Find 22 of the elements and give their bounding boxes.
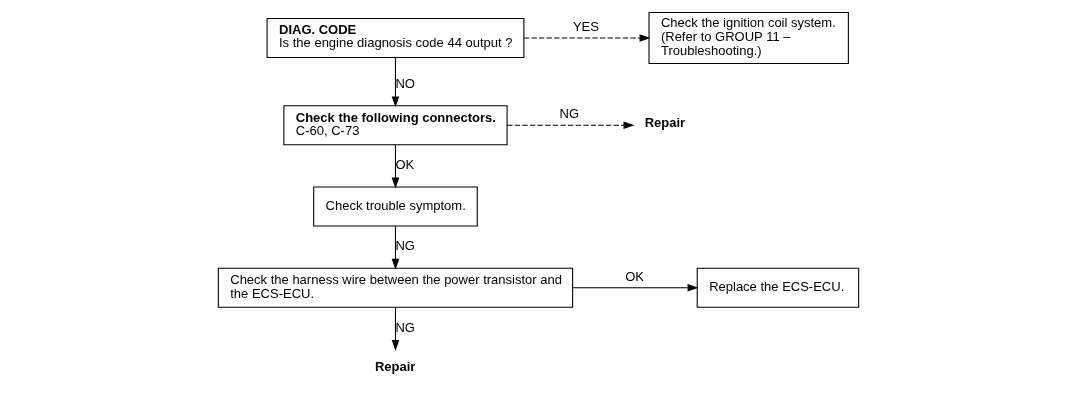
edge-label: NG [395, 319, 415, 335]
arrow [391, 144, 400, 189]
arrow [506, 121, 635, 129]
arrow [572, 283, 699, 292]
edge-label: OK [625, 268, 644, 284]
arrow [391, 56, 400, 108]
edge-label: OK [395, 157, 415, 173]
node-box: Replace the ECS-ECU. [696, 267, 860, 308]
arrow [391, 225, 400, 270]
node-box: Check the harness wire between the power transistor and the ECS-ECU. [217, 267, 574, 308]
node-box: DIAG. CODE Is the engine diagnosis code 44 output ? [266, 17, 525, 58]
node-text: Repair [644, 115, 686, 131]
edge-label: NG [395, 238, 415, 254]
node-box: Check the following connectors. C-60, C-73 [283, 105, 508, 146]
edge-label: NO [395, 75, 415, 91]
arrow [391, 307, 400, 351]
edge-label: NG [559, 106, 580, 122]
arrow [523, 34, 651, 42]
node-box: Check trouble symptom. [313, 186, 478, 227]
node-box: Check the ignition coil system. (Refer to GROUP 11 – Troubleshooting.) [648, 12, 849, 64]
node-text: Repair [374, 359, 416, 375]
edge-label: YES [572, 19, 599, 35]
